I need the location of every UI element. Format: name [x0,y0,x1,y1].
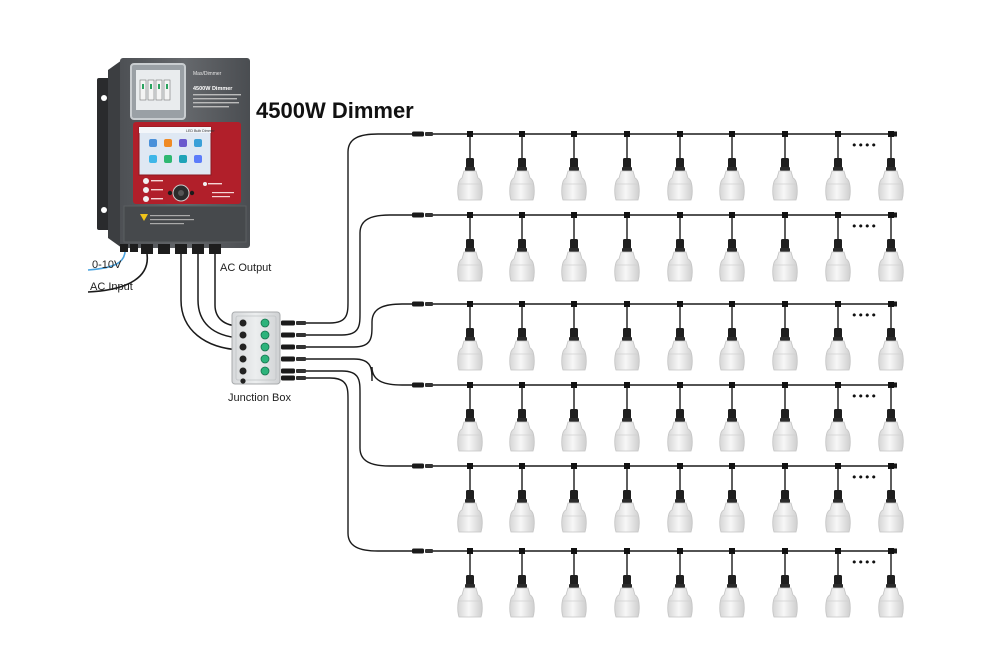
led-bulb [667,382,693,452]
led-bulb [509,463,535,533]
string-connector [412,131,433,137]
led-bulb [719,301,745,371]
led-bulb [825,212,851,282]
feed-wire [281,214,412,338]
feed-wire [281,356,412,386]
feed-wire [281,303,412,350]
led-bulb [878,548,904,618]
led-bulb [614,382,640,452]
led-bulb [878,463,904,533]
led-bulb [667,131,693,201]
led-bulb [667,301,693,371]
led-bulb [561,301,587,371]
led-bulb [772,301,798,371]
led-bulb [667,548,693,618]
bulb-string: •••• [412,301,904,371]
dimmer-unit: Mas/Dimmer 4500W Dimmer LED Bulb Dimmer [97,58,250,254]
string-connector [412,382,433,388]
led-bulb [772,548,798,618]
dimmer-model-text: 4500W Dimmer [193,86,233,92]
string-connector [412,463,433,469]
led-bulb [509,548,535,618]
led-bulb [667,463,693,533]
led-bulb [825,382,851,452]
diagram-title: 4500W Dimmer [256,98,414,123]
led-bulb [878,131,904,201]
continuation-dots: •••• [851,220,877,233]
control-input-label: 0-10V [92,259,122,271]
string-end-cap [893,212,897,218]
led-bulb [457,463,483,533]
led-bulb [667,212,693,282]
led-bulb [509,212,535,282]
bulb-string: •••• [412,463,904,533]
continuation-dots: •••• [851,309,877,322]
led-bulb [457,382,483,452]
dimmer-screen-title: LED Bulb Dimmer [186,129,216,133]
feed-wire [281,133,412,326]
bulb-string: •••• [412,382,904,452]
led-bulb [457,301,483,371]
led-bulb [719,212,745,282]
continuation-dots: •••• [851,471,877,484]
ac-output-label: AC Output [220,262,272,274]
continuation-dots: •••• [851,556,877,569]
led-bulb [719,382,745,452]
led-bulb [825,301,851,371]
led-bulb [878,212,904,282]
led-bulb [561,463,587,533]
led-bulb [878,301,904,371]
dimmer-brand-text: Mas/Dimmer [193,71,222,77]
led-bulb [509,131,535,201]
led-bulb [614,301,640,371]
led-bulb [825,548,851,618]
feed-wire [281,375,412,552]
string-feed-wires [281,133,412,552]
ac-input-label: AC Input [90,281,133,293]
led-bulb [561,212,587,282]
string-connector [412,212,433,218]
led-bulb [825,131,851,201]
junction-box-label: Junction Box [228,392,291,404]
bulb-strings: •••• •••• •••• •••• •••• •••• [412,131,904,618]
led-bulb [825,463,851,533]
led-bulb [772,131,798,201]
led-bulb [561,548,587,618]
led-bulb [878,382,904,452]
led-bulb [509,382,535,452]
led-bulb [457,131,483,201]
led-bulb [719,463,745,533]
continuation-dots: •••• [851,390,877,403]
led-bulb [561,382,587,452]
bulb-string: •••• [412,212,904,282]
junction-box [231,311,281,385]
led-bulb [561,131,587,201]
led-bulb [614,212,640,282]
string-connector [412,301,433,307]
string-end-cap [893,382,897,388]
string-connector [412,548,433,554]
ac-input-wire [87,253,149,293]
string-end-cap [893,301,897,307]
led-bulb [614,548,640,618]
control-signal-wire [87,251,126,271]
string-end-cap [893,548,897,554]
led-bulb [509,301,535,371]
feed-wire [281,368,412,467]
bulb-string: •••• [412,131,904,201]
led-bulb [772,382,798,452]
led-bulb [457,212,483,282]
led-bulb [772,463,798,533]
led-bulb [772,212,798,282]
bulb-string: •••• [412,548,904,618]
continuation-dots: •••• [851,139,877,152]
led-bulb [614,131,640,201]
led-bulb [614,463,640,533]
string-end-cap [893,131,897,137]
string-end-cap [893,463,897,469]
led-bulb [719,548,745,618]
led-bulb [719,131,745,201]
led-bulb [457,548,483,618]
